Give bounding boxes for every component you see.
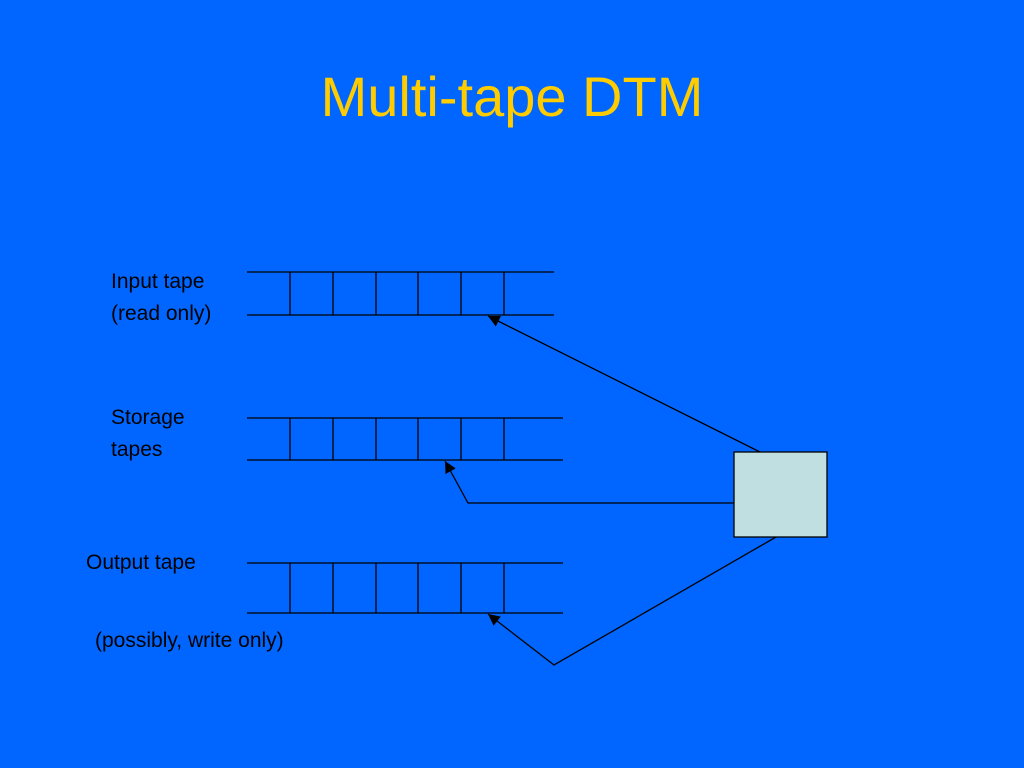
storage-tapes-label: Storage tapes	[111, 406, 185, 461]
output-head-arrow	[487, 536, 777, 666]
storage-tape	[247, 417, 563, 461]
finite-control-box	[733, 451, 828, 538]
input-head-arrow	[487, 315, 761, 453]
slide-title: Multi-tape DTM	[320, 65, 704, 128]
input-tape	[247, 271, 554, 316]
input-tape-label: Input tape (read only)	[111, 270, 212, 325]
output-tape-note: (possibly, write only)	[95, 629, 284, 652]
output-tape	[247, 562, 563, 614]
storage-head-arrow	[444, 460, 734, 504]
output-tape-label: Output tape	[86, 551, 196, 574]
